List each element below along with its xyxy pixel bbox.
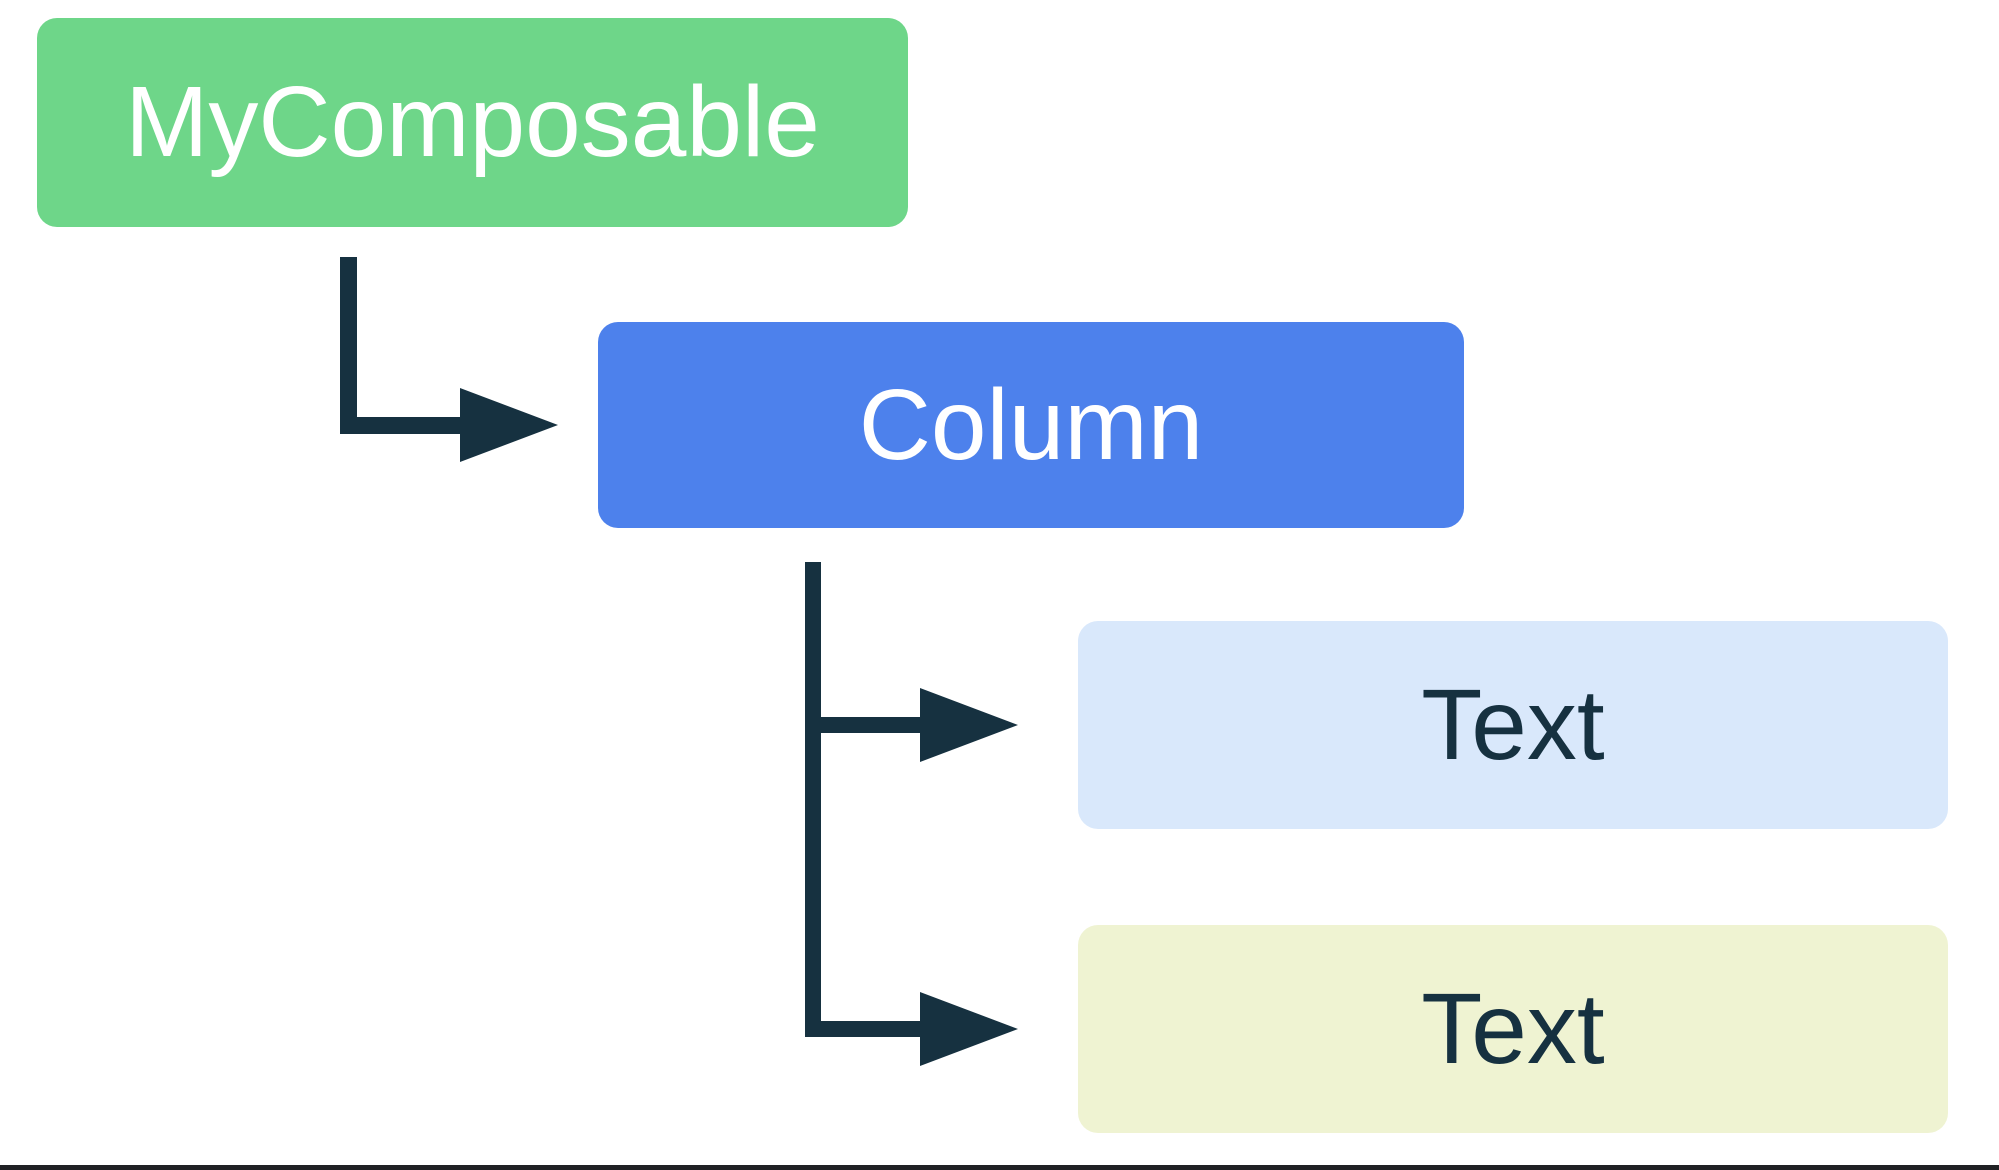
arrowhead-icon <box>920 992 1018 1066</box>
bottom-border-line <box>0 1165 1999 1170</box>
arrowhead-icon <box>920 688 1018 762</box>
edge-column-to-text2-horizontal <box>805 1021 921 1037</box>
node-column: Column <box>598 322 1464 528</box>
edge-column-trunk-vertical <box>805 562 821 1037</box>
edge-root-to-column-vertical <box>340 257 357 434</box>
node-text-second: Text <box>1078 925 1948 1133</box>
arrowhead-icon <box>460 388 558 462</box>
edge-column-to-text1-horizontal <box>805 717 921 733</box>
node-mycomposable: MyComposable <box>37 18 908 227</box>
edge-root-to-column-horizontal <box>340 417 461 434</box>
node-text-first: Text <box>1078 621 1948 829</box>
